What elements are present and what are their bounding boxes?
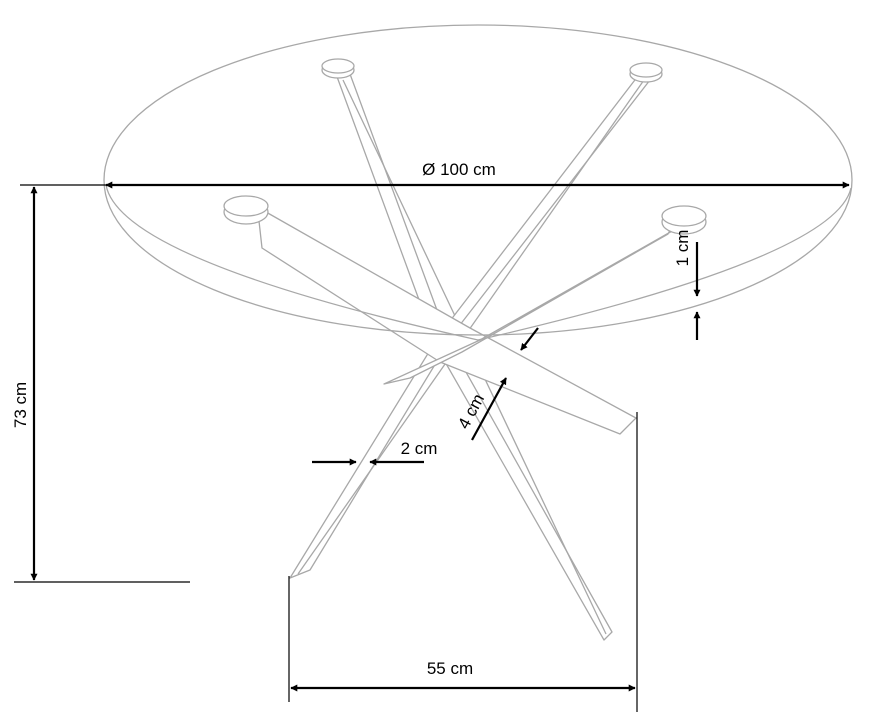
leg-pads xyxy=(223,58,707,235)
top-thickness-label: 1 cm xyxy=(673,230,692,267)
pad-left xyxy=(223,195,269,225)
dimension-top-thickness: 1 cm xyxy=(673,230,701,340)
dimension-height: 73 cm xyxy=(11,184,190,583)
glass-table-top xyxy=(103,24,853,341)
pad-back-left xyxy=(321,58,355,79)
dimension-base-width: 55 cm xyxy=(288,412,638,712)
leg-right xyxy=(383,217,689,385)
pad-back-right xyxy=(629,62,663,83)
height-label: 73 cm xyxy=(11,382,30,428)
leg-left xyxy=(257,211,637,435)
dimension-diameter: Ø 100 cm xyxy=(105,160,850,189)
table-legs xyxy=(257,73,689,641)
pad-right xyxy=(661,205,707,235)
base-width-label: 55 cm xyxy=(427,659,473,678)
dimension-leg-width: 2 cm xyxy=(312,439,438,466)
diameter-label: Ø 100 cm xyxy=(422,160,496,179)
leg-width-label: 2 cm xyxy=(401,439,438,458)
